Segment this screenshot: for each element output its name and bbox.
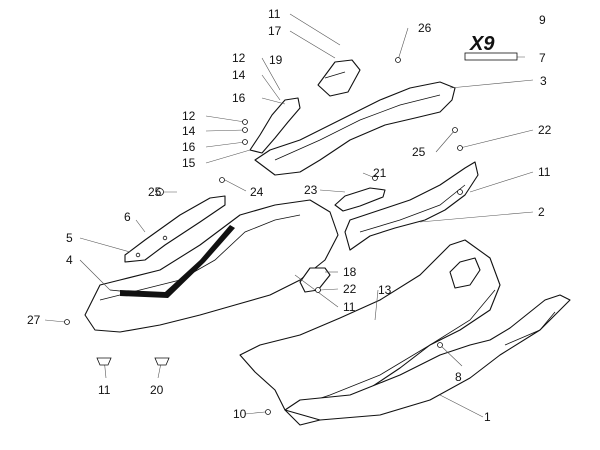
part-19-clip [317,59,361,97]
callout-4: 4 [66,253,73,267]
callout-8: 8 [455,370,462,384]
callout-11: 11 [343,300,356,314]
callout-23: 23 [304,183,318,197]
callout-10: 10 [233,407,247,421]
callout-1: 1 [484,410,491,424]
part-1-bottom-body [239,239,571,426]
callout-13: 13 [378,283,392,297]
callout-17: 17 [268,24,282,38]
part-2-middle-panel [344,161,479,251]
callout-12: 12 [182,109,196,123]
callout-14: 14 [232,68,246,82]
callout-22: 22 [343,282,357,296]
callout-25: 25 [148,185,162,199]
callout-3: 3 [540,74,547,88]
callout-6: 6 [124,210,131,224]
callout-5: 5 [66,231,73,245]
callout-22: 22 [538,123,552,137]
callout-25: 25 [412,145,426,159]
callout-18: 18 [343,265,357,279]
callout-11: 11 [98,383,111,397]
part-5-bracket [124,195,226,263]
callout-11: 11 [538,165,551,179]
part-16-bracket [249,97,301,154]
callout-14: 14 [182,124,196,138]
callout-11: 11 [268,7,281,21]
callout-24: 24 [250,185,264,199]
callout-16: 16 [182,140,196,154]
part-4-left-shell [84,199,339,333]
callout-7: 7 [539,51,546,65]
callout-numbers: 11 17 26 9 7 12 14 19 3 16 12 14 16 15 2… [27,7,552,424]
callout-19: 19 [269,53,283,67]
x9-logo-badge: X9 [464,33,518,61]
part-23-plate [334,187,386,212]
callout-2: 2 [538,205,545,219]
callout-9: 9 [539,13,546,27]
callout-20: 20 [150,383,164,397]
logo-text: X9 [469,33,495,55]
part-18-cover [299,267,331,293]
callout-15: 15 [182,156,196,170]
callout-12: 12 [232,51,246,65]
callout-16: 16 [232,91,246,105]
hardware-fasteners [64,57,463,415]
callout-27: 27 [27,313,41,327]
callout-26: 26 [418,21,432,35]
part-3-upper-panel [254,81,456,176]
callout-21: 21 [373,166,387,180]
